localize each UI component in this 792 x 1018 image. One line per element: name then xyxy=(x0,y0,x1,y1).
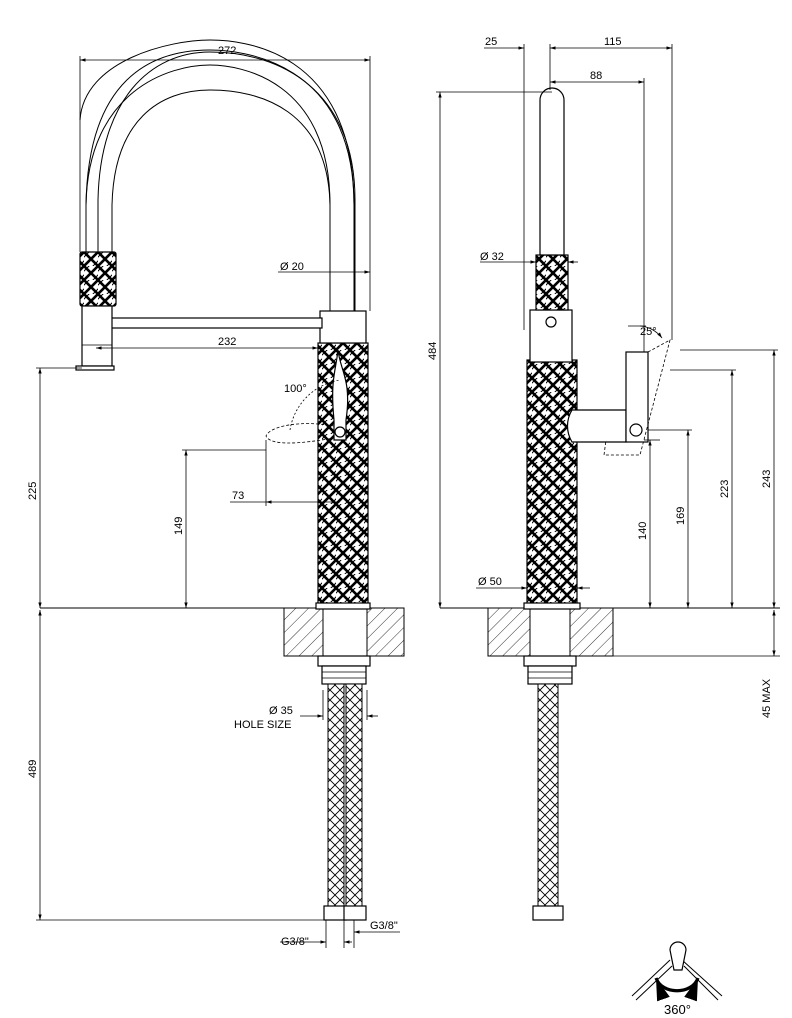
dim-149: 149 xyxy=(173,517,185,535)
dim-225: 225 xyxy=(27,482,39,500)
dim-45max: 45 MAX xyxy=(761,678,773,718)
rotation-symbol: 360° xyxy=(631,941,723,1017)
side-lever xyxy=(625,351,649,443)
rotation-label: 360° xyxy=(664,1002,691,1017)
dim-side-spout-dia: Ø 32 xyxy=(480,251,504,263)
dim-88: 88 xyxy=(590,70,602,82)
rotate-arrow-icon xyxy=(654,977,700,1002)
dim-223: 223 xyxy=(719,480,731,498)
dim-hole-dia: Ø 35 xyxy=(269,705,293,717)
front-spout-outer xyxy=(85,64,331,311)
side-hose xyxy=(537,683,559,907)
lever-top-icon xyxy=(669,941,687,971)
front-lever xyxy=(332,349,349,441)
dim-conn-left: G3/8" xyxy=(281,936,309,948)
side-spout xyxy=(539,87,565,256)
dim-484: 484 xyxy=(427,342,439,360)
side-view: 25 115 88 484 Ø 32 Ø 50 25° 140 169 223 … xyxy=(427,36,780,921)
front-view: 272 Ø 20 232 100° 73 225 149 Ø 35 HOLE S… xyxy=(27,39,405,948)
front-collar xyxy=(319,310,367,344)
front-mount-nut xyxy=(317,655,371,667)
dim-25deg: 25° xyxy=(640,326,657,338)
dim-169: 169 xyxy=(675,507,687,525)
front-lever-swing xyxy=(265,423,335,444)
dim-272: 272 xyxy=(218,45,236,57)
dim-73: 73 xyxy=(232,490,244,502)
front-spray-sleeve xyxy=(79,251,117,307)
side-lever-hub xyxy=(566,409,627,443)
dim-489: 489 xyxy=(27,760,39,778)
dim-232: 232 xyxy=(218,336,236,348)
dim-140: 140 xyxy=(637,522,649,540)
front-hose-right xyxy=(345,683,363,907)
dim-conn-right: G3/8" xyxy=(370,920,398,932)
side-braided-body xyxy=(526,359,578,605)
dim-100deg: 100° xyxy=(284,383,307,395)
dim-spout-dia: Ø 20 xyxy=(280,261,304,273)
dim-243: 243 xyxy=(761,470,773,488)
front-rod xyxy=(109,317,323,329)
dim-25: 25 xyxy=(485,36,497,48)
side-lever-tilt xyxy=(603,339,671,456)
dim-115: 115 xyxy=(604,36,622,48)
dim-body-dia: Ø 50 xyxy=(478,576,502,588)
front-hose-left xyxy=(327,683,345,907)
hole-size-label: HOLE SIZE xyxy=(234,719,291,731)
front-spray-head xyxy=(81,305,113,367)
side-spout-sleeve xyxy=(535,254,569,311)
